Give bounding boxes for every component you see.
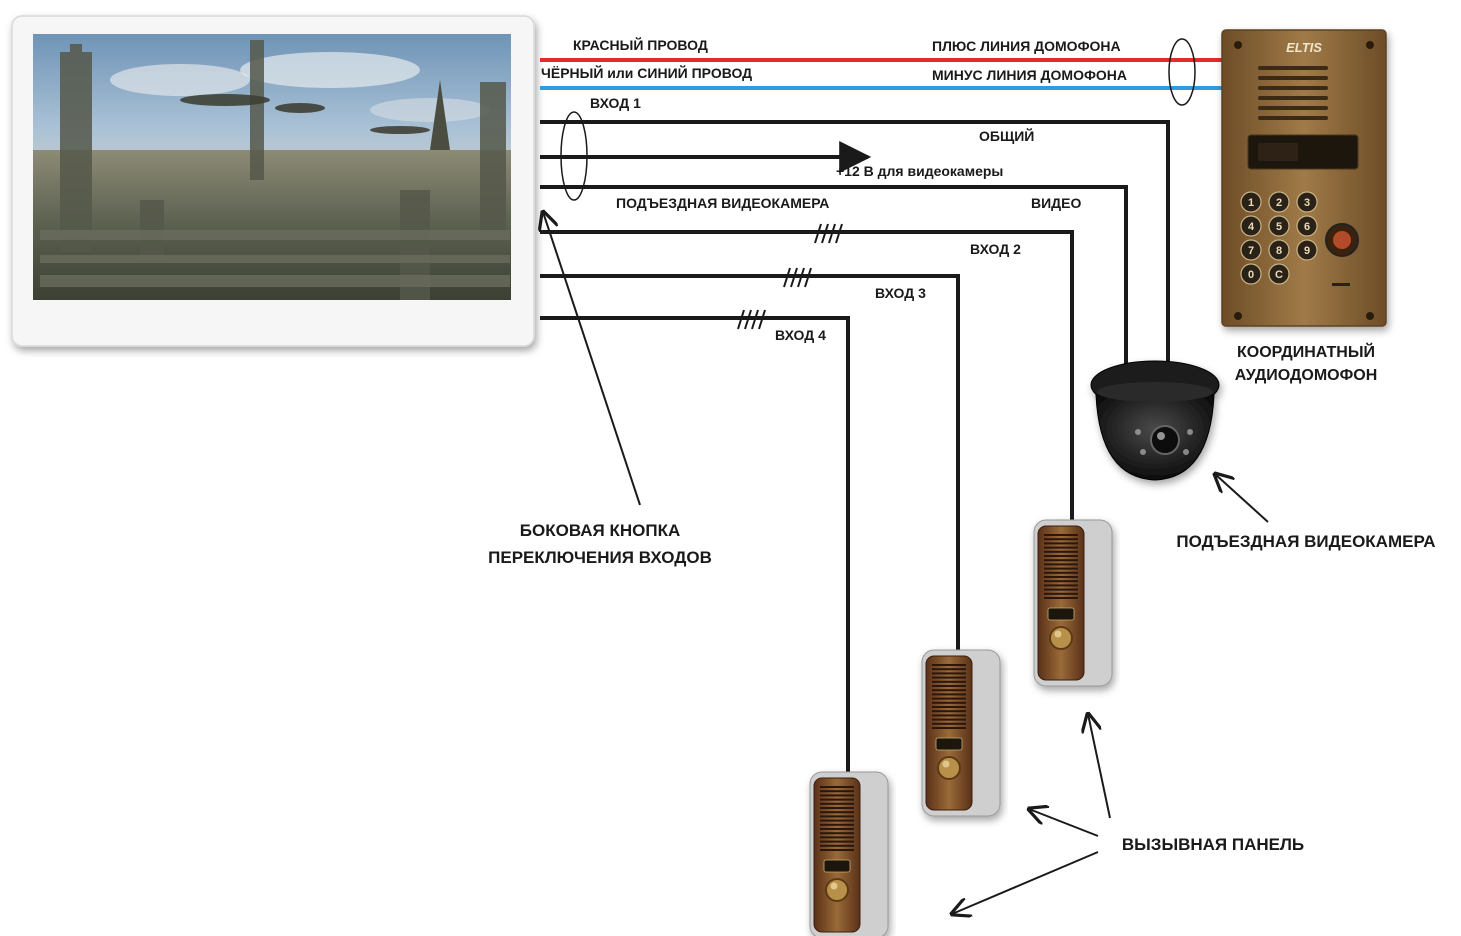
svg-text:0: 0: [1248, 269, 1254, 281]
keypad-key: C: [1268, 263, 1290, 285]
call-panel-input3: [921, 649, 1001, 817]
plus-line-label: ПЛЮС ЛИНИЯ ДОМОФОНА: [932, 38, 1121, 54]
keypad-key: 9: [1296, 239, 1318, 261]
svg-text:6: 6: [1304, 221, 1310, 233]
side-button-arrow: [543, 212, 641, 506]
keypad-key: 1: [1240, 191, 1262, 213]
svg-text:5: 5: [1276, 221, 1282, 233]
minus-line-label: МИНУС ЛИНИЯ ДОМОФОНА: [932, 67, 1127, 83]
panel-face: [813, 777, 861, 933]
panel-call-button: [825, 878, 849, 902]
hash-marks: [737, 223, 843, 330]
plus12-label: +12 В для видеокамеры: [836, 163, 1003, 179]
svg-text:2: 2: [1276, 197, 1282, 209]
labels: КРАСНЫЙ ПРОВОД ЧЁРНЫЙ или СИНИЙ ПРОВОД П…: [488, 36, 1435, 854]
wire-group: [540, 58, 1222, 772]
input2-label: ВХОД 2: [970, 241, 1021, 257]
common-wire: [540, 120, 1170, 366]
red-wire-label: КРАСНЫЙ ПРОВОД: [573, 36, 708, 53]
intercom-brand: ELTIS: [1286, 40, 1322, 55]
svg-text:7: 7: [1248, 245, 1254, 257]
hash-input2: [814, 223, 843, 244]
keypad-key: 0: [1240, 263, 1262, 285]
svg-text:C: C: [1275, 269, 1283, 281]
svg-text:1: 1: [1248, 197, 1254, 209]
hash-input4: [737, 309, 766, 330]
keypad-key: 7: [1240, 239, 1262, 261]
svg-text:3: 3: [1304, 197, 1310, 209]
panel-label-plate: [823, 859, 851, 873]
input4-label: ВХОД 4: [775, 327, 826, 343]
svg-text:8: 8: [1276, 245, 1282, 257]
hash-input3: [783, 267, 812, 288]
coordinate-audio-intercom: ELTIS 1 2 3 4 5 6 7 8 9 0 C: [1221, 29, 1387, 327]
speaker-grille: [1258, 66, 1328, 120]
panel-face: [925, 655, 973, 811]
cable-bundle-marker-monitor: [560, 111, 588, 201]
input1-label: ВХОД 1: [590, 95, 641, 111]
cable-bundle-marker-intercom: [1168, 38, 1196, 106]
panel-label-plate: [935, 737, 963, 751]
keypad-key: 8: [1268, 239, 1290, 261]
entrance-camera-label: ПОДЪЕЗДНАЯ ВИДЕОКАМЕРА: [1176, 532, 1435, 551]
video-wire: [540, 185, 1128, 366]
video-label: ВИДЕО: [1031, 195, 1081, 211]
entrance-cam-wire-label: ПОДЪЕЗДНАЯ ВИДЕОКАМЕРА: [616, 195, 829, 211]
call-panel-input4: [809, 771, 889, 936]
coord-intercom-label-2: АУДИОДОМОФОН: [1235, 367, 1378, 384]
video-monitor: [11, 15, 535, 347]
annotation-arrows: [543, 212, 1269, 914]
input2-wire: [540, 230, 1074, 520]
coord-intercom-label-1: КООРДИНАТНЫЙ: [1237, 342, 1375, 361]
call-panel-arrow-2: [1029, 809, 1099, 837]
entrance-dome-camera: [1090, 360, 1220, 481]
input4-wire: [540, 316, 850, 772]
keypad-key: 3: [1296, 191, 1318, 213]
keypad-key: 5: [1268, 215, 1290, 237]
panel-call-button: [1049, 626, 1073, 650]
panel-face: [1037, 525, 1085, 681]
intercom-keypad: 1 2 3 4 5 6 7 8 9 0 C: [1240, 191, 1318, 285]
panel-call-button: [937, 756, 961, 780]
black-wire-label: ЧЁРНЫЙ или СИНИЙ ПРОВОД: [541, 64, 752, 81]
panel-label-plate: [1047, 607, 1075, 621]
keypad-key: 6: [1296, 215, 1318, 237]
common-label: ОБЩИЙ: [979, 127, 1034, 144]
call-panel-arrow-3: [952, 851, 1099, 914]
side-button-label-2: ПЕРЕКЛЮЧЕНИЯ ВХОДОВ: [488, 548, 712, 567]
input3-wire: [540, 274, 960, 650]
keypad-key: 4: [1240, 215, 1262, 237]
call-panel-label: ВЫЗЫВНАЯ ПАНЕЛЬ: [1122, 835, 1304, 854]
monitor-screen: [33, 34, 511, 300]
call-panel-input2: [1033, 519, 1113, 687]
entrance-camera-arrow: [1215, 474, 1269, 523]
svg-text:9: 9: [1304, 245, 1310, 257]
input3-label: ВХОД 3: [875, 285, 926, 301]
side-button-label-1: БОКОВАЯ КНОПКА: [520, 521, 680, 540]
keypad-key: 2: [1268, 191, 1290, 213]
camera-lens: [1150, 425, 1180, 455]
call-panel-arrow-1: [1088, 714, 1111, 819]
svg-text:4: 4: [1248, 221, 1255, 233]
